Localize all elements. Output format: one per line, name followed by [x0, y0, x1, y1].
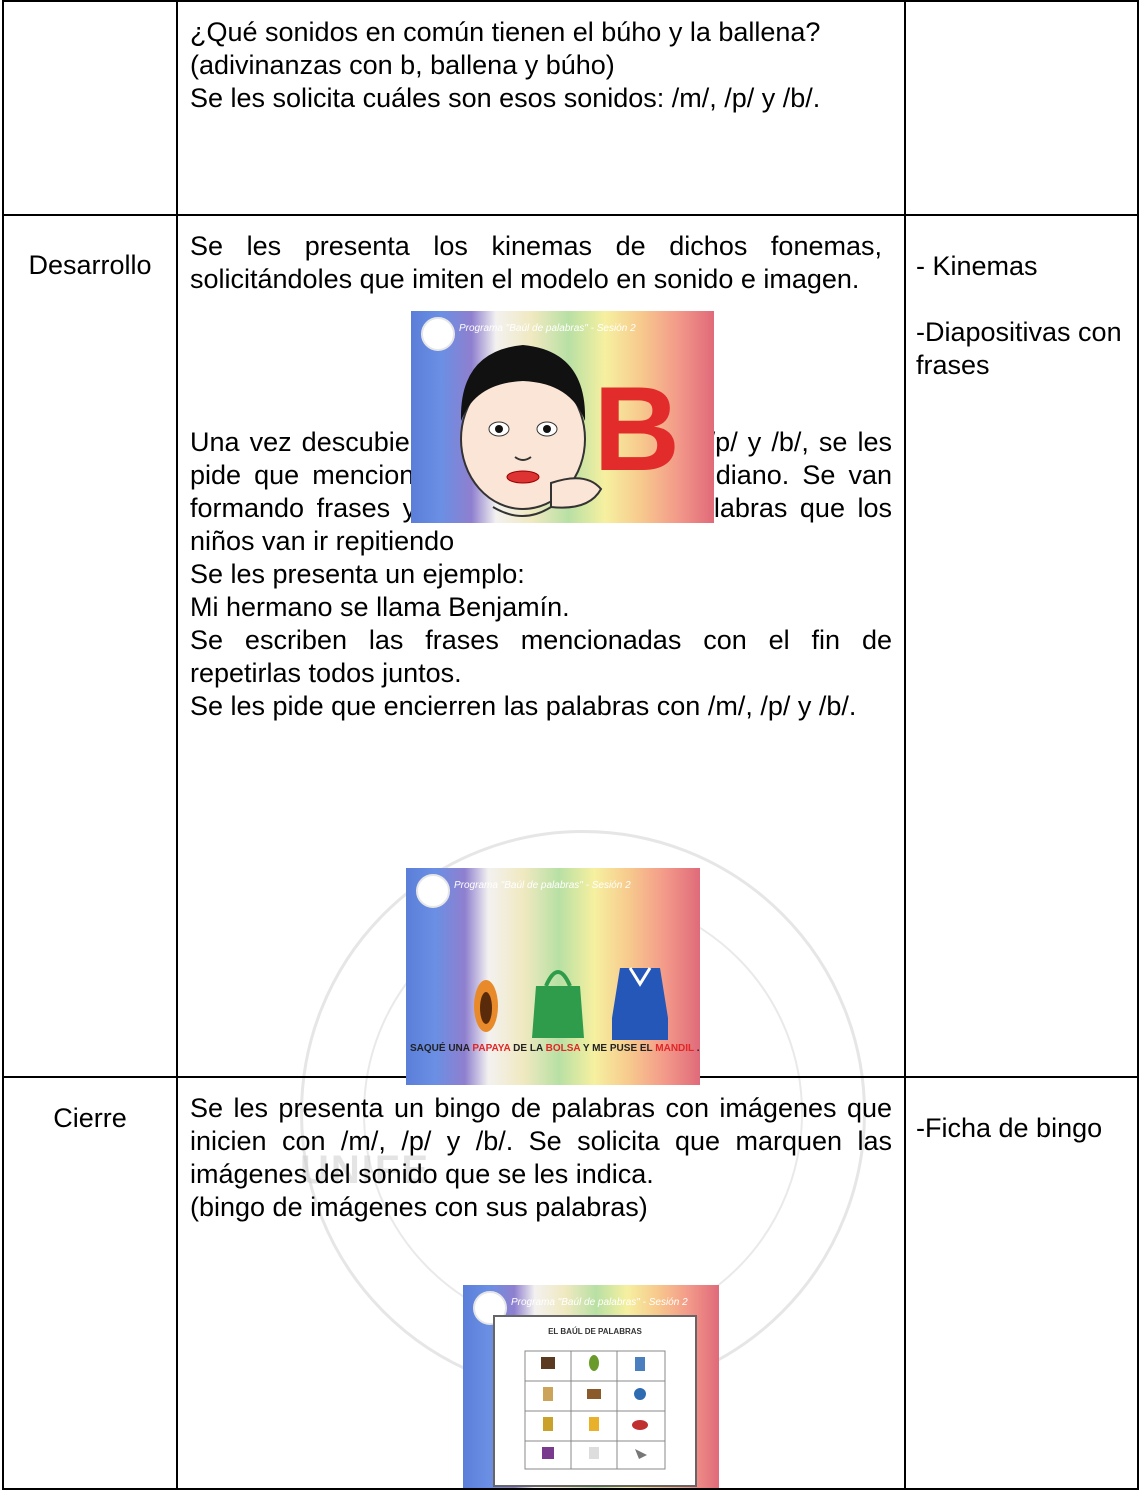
phrase-part: SAQUÉ UNA [410, 1043, 473, 1054]
program-logo [416, 874, 450, 908]
activity-cell: Se les presenta un bingo de palabras con… [176, 1076, 906, 1490]
table-row: ¿Qué sonidos en común tienen el búho y l… [2, 0, 1139, 216]
activity-text: Se les presenta un bingo de palabras con… [190, 1093, 892, 1189]
activity-text: Se les presenta los kinemas de dichos fo… [190, 231, 882, 294]
phrase-text: SAQUÉ UNA PAPAYA DE LA BOLSA Y ME PUSE E… [410, 1043, 700, 1054]
phrase-keyword: MANDIL [655, 1043, 694, 1054]
stage-cell [2, 0, 178, 216]
child-face-illustration [460, 345, 603, 517]
phrase-part: DE LA [510, 1043, 546, 1054]
letter-b: B [593, 362, 680, 496]
slide-caption: Programa "Baúl de palabras" - Sesión 2 [511, 1297, 688, 1308]
kinema-slide-image: Programa "Baúl de palabras" - Sesión 2 B [411, 311, 714, 523]
phrase-part: Y ME PUSE EL [580, 1043, 656, 1054]
resource-item: -Ficha de bingo [916, 1113, 1103, 1143]
phrase-slide-image: Programa "Baúl de palabras" - Sesión 2 S… [406, 868, 700, 1085]
resources-cell [904, 0, 1139, 216]
table-row: Cierre Se les presenta un bingo de palab… [2, 1076, 1139, 1490]
program-logo [421, 317, 455, 351]
resources-cell: -Ficha de bingo [904, 1076, 1139, 1490]
stage-cell: Desarrollo [2, 214, 178, 1078]
activity-text: Mi hermano se llama Benjamín. [190, 592, 570, 622]
activity-cell: ¿Qué sonidos en común tienen el búho y l… [176, 0, 906, 216]
activity-text: ¿Qué sonidos en común tienen el búho y l… [190, 17, 821, 47]
bingo-card: EL BAÚL DE PALABRAS [493, 1315, 697, 1487]
activity-text: Se les pide que encierren las palabras c… [190, 691, 857, 721]
activity-text: Se les presenta un ejemplo: [190, 559, 525, 589]
activity-text: Se escriben las frases mencionadas con e… [190, 625, 892, 688]
activity-text: (adivinanzas con b, ballena y búho) [190, 50, 615, 80]
phrase-part: . [693, 1043, 700, 1054]
resources-cell: - Kinemas -Diapositivas con frases [904, 214, 1139, 1078]
bingo-title: EL BAÚL DE PALABRAS [548, 1327, 642, 1336]
phrase-keyword: PAPAYA [472, 1043, 511, 1054]
resource-item: -Diapositivas con frases [916, 317, 1122, 380]
bingo-slide-image: Programa "Baúl de palabras" - Sesión 2 E… [463, 1285, 719, 1488]
stage-cell: Cierre [2, 1076, 178, 1490]
slide-caption: Programa "Baúl de palabras" - Sesión 2 [454, 880, 631, 891]
activity-text: (bingo de imágenes con sus palabras) [190, 1192, 648, 1222]
resource-item: - Kinemas [916, 251, 1038, 281]
activity-text: Se les solicita cuáles son esos sonidos:… [190, 83, 821, 113]
bingo-grid [524, 1350, 666, 1470]
slide-caption: Programa "Baúl de palabras" - Sesión 2 [459, 323, 636, 334]
objects-illustration [474, 967, 668, 1040]
phrase-keyword: BOLSA [545, 1043, 581, 1054]
